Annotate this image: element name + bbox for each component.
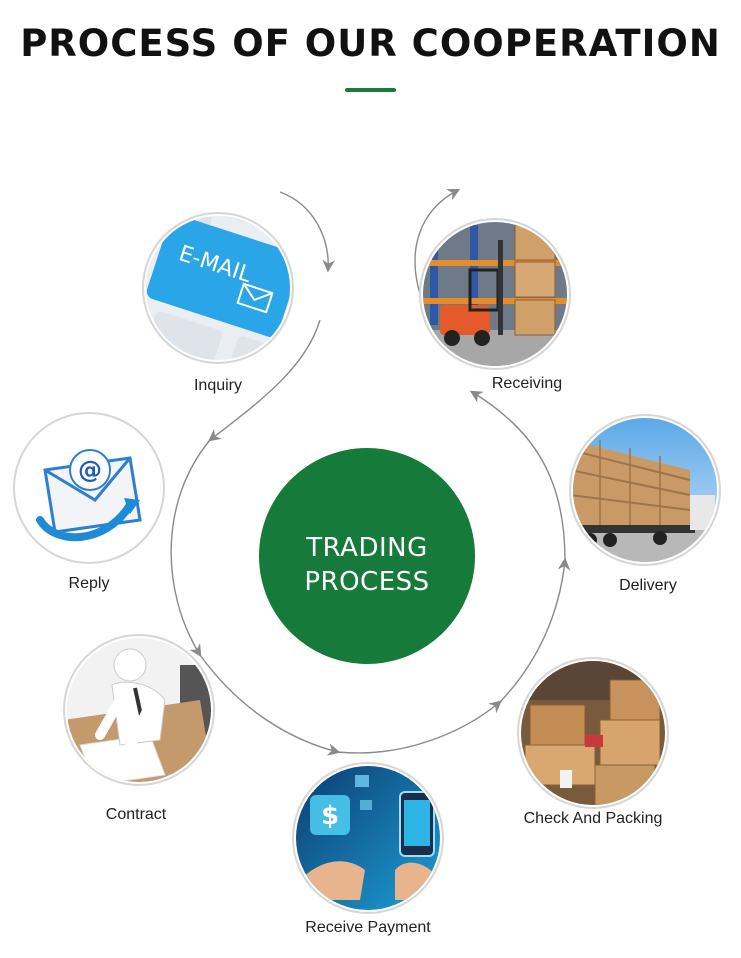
step-label-inquiry: Inquiry xyxy=(194,377,242,394)
cargo-truck-icon xyxy=(573,418,717,562)
step-contract: Contract xyxy=(63,634,215,823)
step-label-receiving: Receiving xyxy=(492,375,562,392)
step-reply: @ Reply xyxy=(13,412,165,592)
center-title-line2: PROCESS xyxy=(304,567,429,597)
flow-arrow-inquiry-reply xyxy=(208,319,321,442)
flow-arrow-delivery-receiving xyxy=(469,390,566,561)
step-label-reply: Reply xyxy=(69,575,110,592)
title-underline xyxy=(345,88,396,92)
step-label-check-and-packing: Check And Packing xyxy=(524,810,663,827)
step-check-and-packing: Check And Packing xyxy=(517,657,669,827)
step-label-delivery: Delivery xyxy=(619,577,677,594)
step-label-contract: Contract xyxy=(106,806,167,823)
flow-arrow-top-inquiry xyxy=(279,191,335,273)
flow-arrow-contract-payment xyxy=(199,654,341,756)
flow-arrow-receiving-top xyxy=(414,188,461,301)
step-delivery: Delivery xyxy=(569,414,721,594)
step-inquiry: E-MAIL Inquiry xyxy=(142,212,294,394)
center-circle xyxy=(259,448,475,664)
step-label-receive-payment: Receive Payment xyxy=(305,919,431,936)
step-receive-payment: $ Receive Payment xyxy=(292,762,444,936)
center-title-line1: TRADING xyxy=(305,533,427,563)
envelope-at-icon: @ xyxy=(17,416,161,560)
svg-text:@: @ xyxy=(78,456,102,484)
email-key-icon: E-MAIL xyxy=(146,216,290,360)
svg-text:$: $ xyxy=(321,801,339,831)
mobile-payment-icon: $ xyxy=(296,766,440,910)
flow-arrow-payment-packing xyxy=(337,700,502,754)
flow-arrow-packing-delivery xyxy=(499,557,571,703)
signing-figure-icon xyxy=(67,638,211,782)
flow-arrows xyxy=(170,188,571,756)
step-receiving: Receiving xyxy=(419,218,571,392)
flow-arrow-reply-contract xyxy=(170,439,211,658)
page-title: PROCESS OF OUR COOPERATION xyxy=(20,22,721,65)
